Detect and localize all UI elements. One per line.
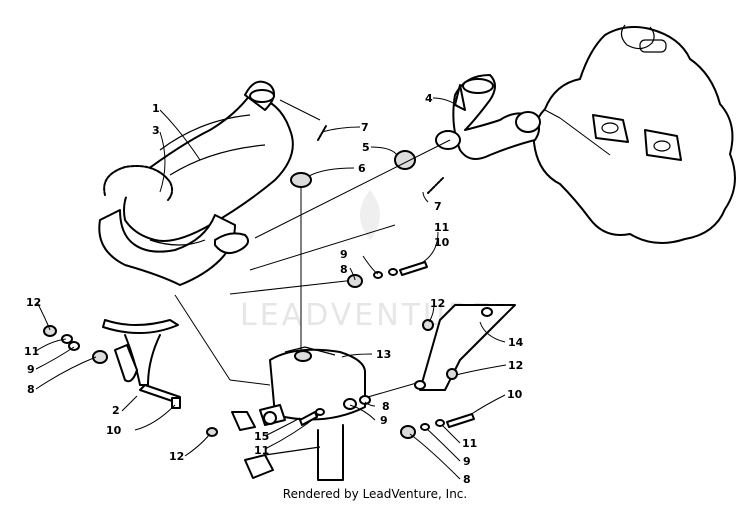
callout-7-right: 7 (434, 200, 442, 213)
callout-10-lower: 10 (507, 388, 523, 401)
callout-3: 3 (152, 124, 160, 137)
callout-11-left: 11 (24, 345, 39, 358)
callout-10-left: 10 (106, 424, 122, 437)
callout-12-right-upper: 12 (430, 297, 445, 310)
upper-hardware (347, 261, 428, 288)
expansion-chamber (98, 80, 294, 286)
callout-13: 13 (376, 348, 391, 361)
callout-5: 5 (362, 141, 370, 154)
spring-left (317, 125, 327, 141)
exhaust-spring (103, 165, 174, 201)
callout-9-upper: 9 (340, 248, 348, 261)
grommet (290, 172, 312, 188)
left-hanger-bracket (102, 319, 181, 409)
callout-8-left: 8 (27, 383, 35, 396)
callout-8-lower: 8 (463, 473, 471, 486)
callout-11-lower: 11 (462, 437, 477, 450)
callout-12-left: 12 (26, 296, 41, 309)
callout-10-upper: 10 (434, 236, 450, 249)
assembly-guide-lines (174, 99, 611, 406)
footer-credit: Rendered by LeadVenture, Inc. (282, 487, 468, 501)
callout-11-mid: 11 (254, 444, 269, 457)
support-arm (414, 304, 516, 391)
callout-9-lower: 9 (463, 455, 471, 468)
callout-8-upper: 8 (340, 263, 348, 276)
exhaust-manifold (435, 74, 541, 160)
callout-1: 1 (152, 102, 160, 115)
muffler-mount (259, 346, 366, 481)
callout-15: 15 (254, 430, 269, 443)
callout-12-lower: 12 (169, 450, 184, 463)
spring-right (427, 177, 444, 194)
callout-9-mid: 9 (380, 414, 388, 427)
callout-leaders (35, 97, 507, 480)
callout-8-mid: 8 (382, 400, 390, 413)
callout-2: 2 (112, 404, 120, 417)
callout-12-right: 12 (508, 359, 523, 372)
callout-7-upper: 7 (361, 121, 369, 134)
left-hardware (43, 325, 108, 364)
callout-9-left: 9 (27, 363, 35, 376)
engine-outline (532, 24, 736, 244)
callout-labels: 1 3 7 5 6 4 7 11 10 9 8 12 11 9 8 2 10 1… (24, 92, 524, 486)
callout-6: 6 (358, 162, 366, 175)
callout-4: 4 (425, 92, 433, 105)
callout-11-upper: 11 (434, 221, 449, 234)
exhaust-seal (394, 150, 416, 170)
callout-14: 14 (508, 336, 524, 349)
